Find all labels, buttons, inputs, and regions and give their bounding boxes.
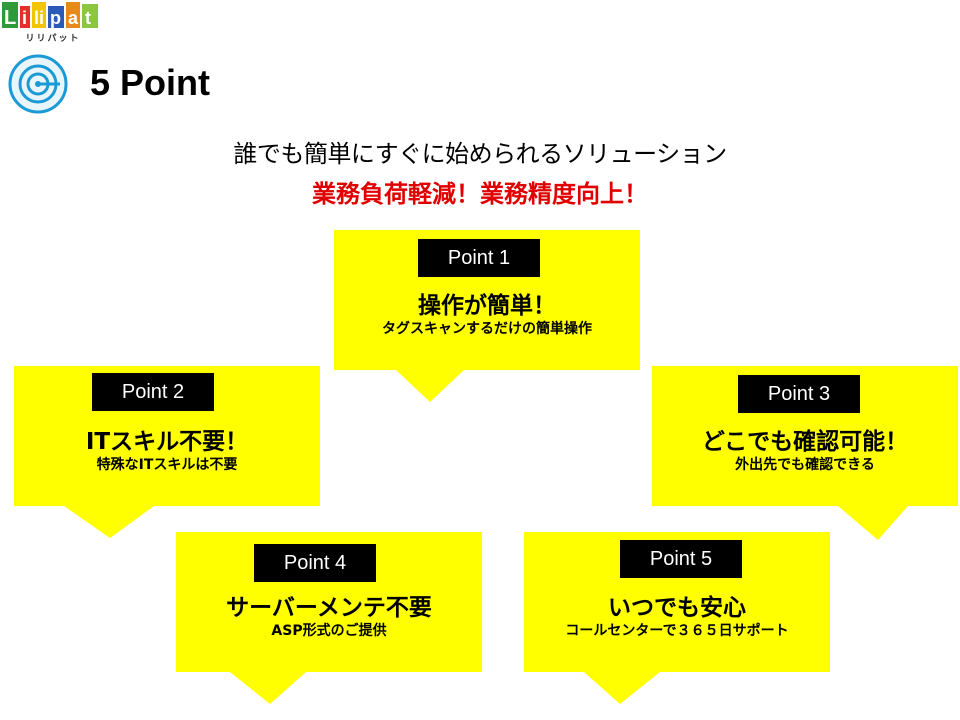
point-tag-4: Point 4 <box>254 544 376 582</box>
point-card-3: Point 3 どこでも確認可能！ 外出先でも確認できる <box>652 366 958 540</box>
speech-bubble-3 <box>652 366 958 540</box>
target-icon <box>8 54 68 114</box>
svg-text:p: p <box>50 8 61 28</box>
svg-text:i: i <box>22 8 27 28</box>
speech-bubble-2 <box>14 366 320 538</box>
point-card-1: Point 1 操作が簡単！ タグスキャンするだけの簡単操作 <box>334 230 640 402</box>
svg-text:li: li <box>34 8 44 28</box>
point-tag-5: Point 5 <box>620 540 742 578</box>
point-title-2: ITスキル不要！ <box>85 429 249 455</box>
point-tag-2: Point 2 <box>92 373 214 411</box>
point-title-4: サーバーメンテ不要 <box>226 595 432 621</box>
point-tag-3: Point 3 <box>738 375 860 413</box>
point-desc-5: コールセンターで３６５日サポート <box>565 623 789 639</box>
point-card-2: Point 2 ITスキル不要！ 特殊なITスキルは不要 <box>14 366 320 538</box>
headline: 業務負荷軽減！業務精度向上！ <box>312 180 648 208</box>
point-desc-4: ASP形式のご提供 <box>271 623 387 639</box>
point-card-4: Point 4 サーバーメンテ不要 ASP形式のご提供 <box>176 532 482 704</box>
svg-text:L: L <box>4 7 16 29</box>
point-title-3: どこでも確認可能！ <box>701 429 909 455</box>
point-tag-1: Point 1 <box>418 239 540 277</box>
point-title-5: いつでも安心 <box>608 595 746 621</box>
logo-mark: L i li p a t <box>2 2 98 29</box>
point-card-5: Point 5 いつでも安心 コールセンターで３６５日サポート <box>524 532 830 704</box>
point-desc-3: 外出先でも確認できる <box>735 457 875 473</box>
page-title: 5 Point <box>90 62 211 103</box>
subtitle: 誰でも簡単にすぐに始められるソリューション <box>233 140 727 168</box>
speech-bubble-5 <box>524 532 830 704</box>
lilipat-logo: L i li p a t リリパット <box>0 0 104 46</box>
point-title-1: 操作が簡単！ <box>418 293 556 319</box>
logo-subtext: リリパット <box>25 34 81 44</box>
speech-bubble-1 <box>334 230 640 402</box>
point-desc-1: タグスキャンするだけの簡単操作 <box>382 321 592 337</box>
point-desc-2: 特殊なITスキルは不要 <box>96 457 238 473</box>
svg-text:t: t <box>85 8 91 28</box>
svg-text:a: a <box>68 8 79 28</box>
speech-bubble-4 <box>176 532 482 704</box>
